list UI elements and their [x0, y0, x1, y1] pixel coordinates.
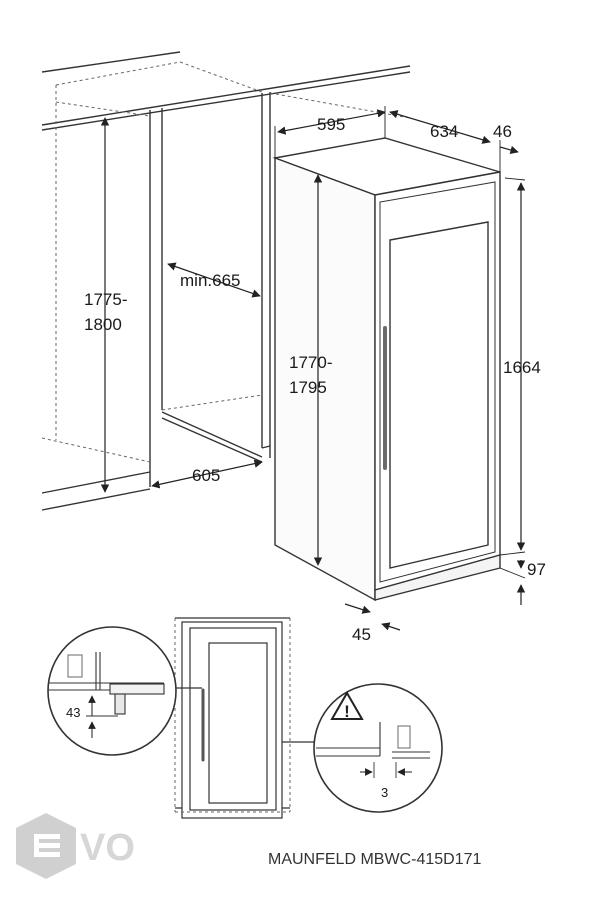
dim-line-min-width	[167, 262, 261, 298]
label-unit-height-2: 1795	[289, 378, 327, 397]
dim-line-depth	[389, 110, 491, 144]
label-niche-depth: 605	[192, 466, 220, 485]
label-depth: 634	[430, 122, 458, 141]
dim-line-side-gap-left	[344, 603, 371, 614]
label-niche-height-1: 1775-	[84, 290, 127, 309]
label-min-width: min.665	[180, 271, 240, 290]
label-plinth-height: 97	[527, 560, 546, 579]
front-view-dashed	[174, 618, 291, 813]
label-width: 595	[317, 115, 345, 134]
logo: VO	[16, 813, 135, 879]
warning-icon: !	[330, 690, 364, 721]
door-glass	[389, 221, 489, 569]
label-left-detail: 43	[66, 705, 80, 720]
dim-line-niche-depth	[151, 459, 263, 489]
niche-dashed-lines	[41, 61, 411, 463]
logo-text: VO	[80, 827, 135, 869]
front-view	[175, 617, 290, 819]
wood-block-icon	[67, 654, 83, 678]
label-right-detail: 3	[381, 785, 388, 800]
left-detail: 43	[47, 626, 202, 756]
dim-line-door-offset	[499, 145, 519, 155]
right-detail: ! 3	[282, 683, 443, 813]
label-niche-height-2: 1800	[84, 315, 122, 334]
label-unit-height-1: 1770-	[289, 353, 332, 372]
model-caption: MAUNFELD MBWC-415D171	[268, 851, 481, 868]
svg-text:!: !	[344, 702, 350, 721]
wine-cabinet	[272, 137, 501, 602]
label-body-height: 1664	[503, 358, 541, 377]
label-door-offset: 46	[493, 122, 512, 141]
dim-line-width	[277, 109, 386, 135]
label-side-gap: 45	[352, 625, 371, 644]
wood-block-icon	[397, 725, 411, 749]
dim-line-side-gap-right	[381, 622, 401, 631]
